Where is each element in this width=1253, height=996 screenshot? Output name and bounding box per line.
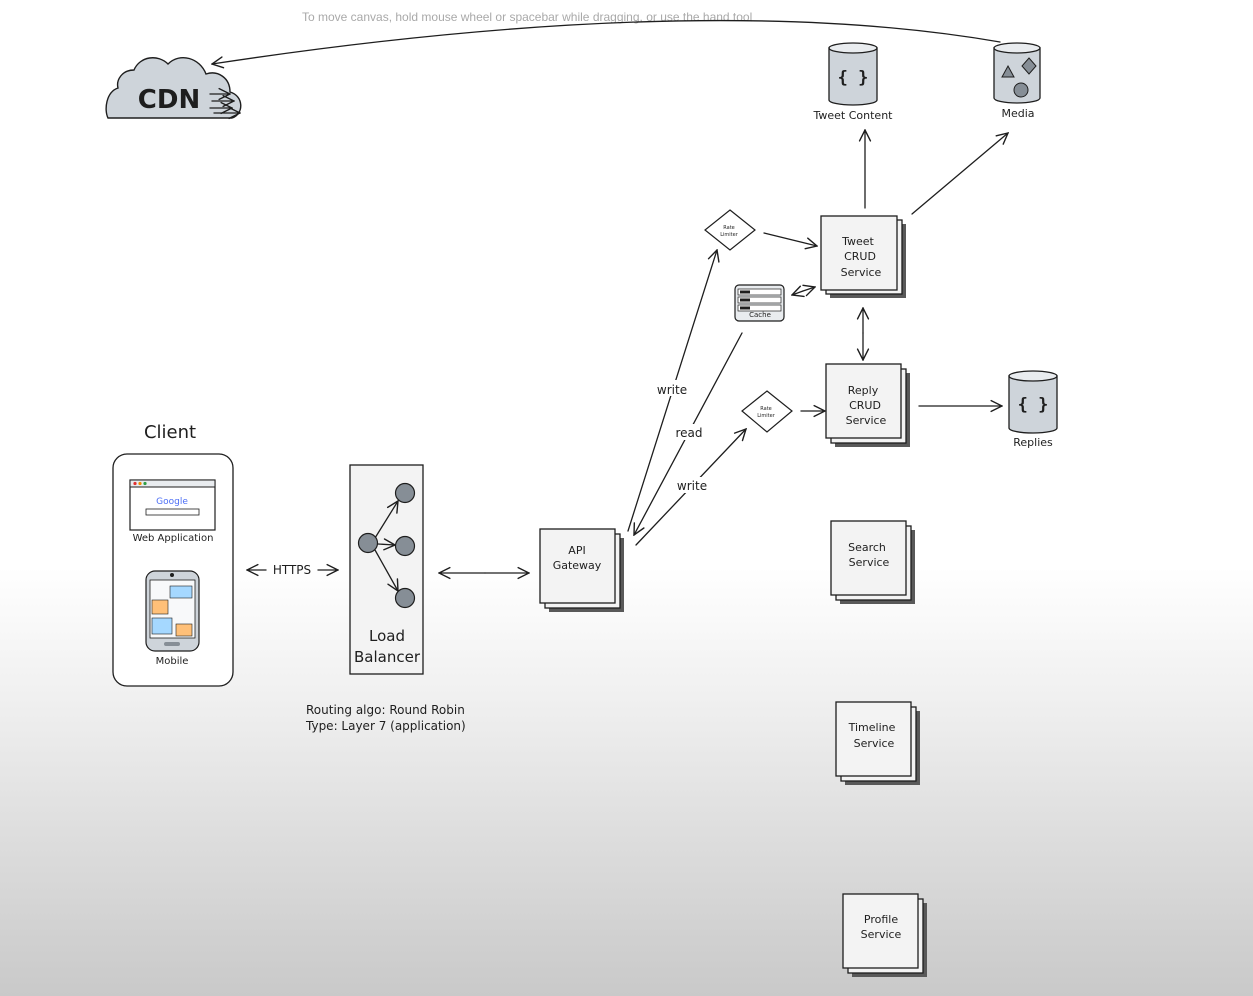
client-group[interactable]: Client Google Web Application Mobile	[112, 422, 234, 687]
tweet-crud-line2: CRUD	[844, 250, 876, 263]
media-label: Media	[1001, 107, 1034, 120]
routing-note-line1: Routing algo: Round Robin	[306, 703, 465, 717]
load-balancer-line1: Load	[369, 627, 405, 645]
json-braces-icon: { }	[838, 68, 869, 88]
load-balancer-icon	[357, 482, 416, 609]
timeline-service-line1: Timeline	[848, 721, 896, 734]
read-label: read	[675, 426, 702, 440]
mobile-label: Mobile	[156, 656, 189, 667]
reply-crud-line3: Service	[846, 414, 887, 427]
browser-icon: Google	[129, 479, 216, 531]
client-title: Client	[144, 422, 196, 443]
cache-tweet-crud-connection	[792, 287, 815, 295]
rate-limiter-lower[interactable]: Rate Limiter	[741, 390, 793, 433]
load-balancer[interactable]: Load Balancer	[349, 464, 424, 675]
speed-lines-icon	[209, 94, 240, 113]
tweet-content-label: Tweet Content	[813, 109, 894, 122]
reply-crud-service[interactable]: Reply CRUD Service	[825, 363, 910, 447]
search-service-line2: Service	[849, 556, 890, 569]
cache-label: Cache	[749, 311, 771, 319]
tweet-crud-to-media-arrow	[911, 133, 1008, 215]
google-logo: Google	[156, 497, 188, 507]
search-service[interactable]: Search Service	[830, 520, 915, 604]
https-connection: HTTPS	[247, 563, 338, 577]
mobile-phone-icon	[145, 570, 200, 652]
media-db[interactable]: Media	[993, 42, 1041, 120]
tweet-crud-service[interactable]: Tweet CRUD Service	[820, 215, 906, 298]
media-to-cdn-arrow	[212, 19, 1001, 64]
search-service-line1: Search	[848, 541, 886, 554]
timeline-service-line2: Service	[854, 737, 895, 750]
database-icon	[1008, 370, 1058, 434]
api-gateway-line1: API	[568, 544, 585, 557]
rate-limiter-to-tweet-crud-arrow	[763, 232, 817, 246]
rate-limiter-upper[interactable]: Rate Limiter	[704, 209, 756, 251]
rate-limiter-lower-line1: Rate	[760, 406, 771, 412]
canvas-hint: To move canvas, hold mouse wheel or spac…	[302, 10, 753, 24]
reply-crud-line1: Reply	[848, 384, 879, 397]
tweet-content-db[interactable]: { } Tweet Content	[813, 42, 894, 122]
media-shapes-icon	[1001, 57, 1037, 98]
routing-note-line2: Type: Layer 7 (application)	[305, 719, 466, 733]
timeline-service[interactable]: Timeline Service	[835, 701, 920, 785]
rate-limiter-upper-line2: Limiter	[720, 232, 738, 238]
write-label-lower: write	[677, 479, 707, 493]
cdn-label: CDN	[138, 85, 200, 115]
reply-crud-line2: CRUD	[849, 399, 881, 412]
https-label: HTTPS	[273, 563, 311, 577]
profile-service[interactable]: Profile Service	[842, 893, 927, 977]
api-gateway[interactable]: API Gateway	[539, 528, 624, 612]
cdn-node[interactable]: CDN	[105, 56, 242, 118]
web-application-label: Web Application	[133, 533, 214, 544]
cache[interactable]: Cache	[734, 284, 785, 322]
tweet-crud-line3: Service	[841, 266, 882, 279]
server-rack-icon	[737, 288, 782, 312]
profile-service-line2: Service	[861, 928, 902, 941]
tweet-crud-line1: Tweet	[841, 235, 874, 248]
replies-db[interactable]: { } Replies	[1008, 370, 1058, 449]
load-balancer-line2: Balancer	[354, 648, 421, 666]
rate-limiter-upper-line1: Rate	[723, 225, 734, 231]
replies-label: Replies	[1013, 436, 1053, 449]
profile-service-line1: Profile	[864, 913, 898, 926]
database-icon	[828, 42, 878, 106]
rate-limiter-lower-line2: Limiter	[757, 413, 775, 419]
write-label-upper: write	[657, 383, 687, 397]
json-braces-icon: { }	[1018, 395, 1049, 415]
api-gateway-line2: Gateway	[553, 559, 602, 572]
